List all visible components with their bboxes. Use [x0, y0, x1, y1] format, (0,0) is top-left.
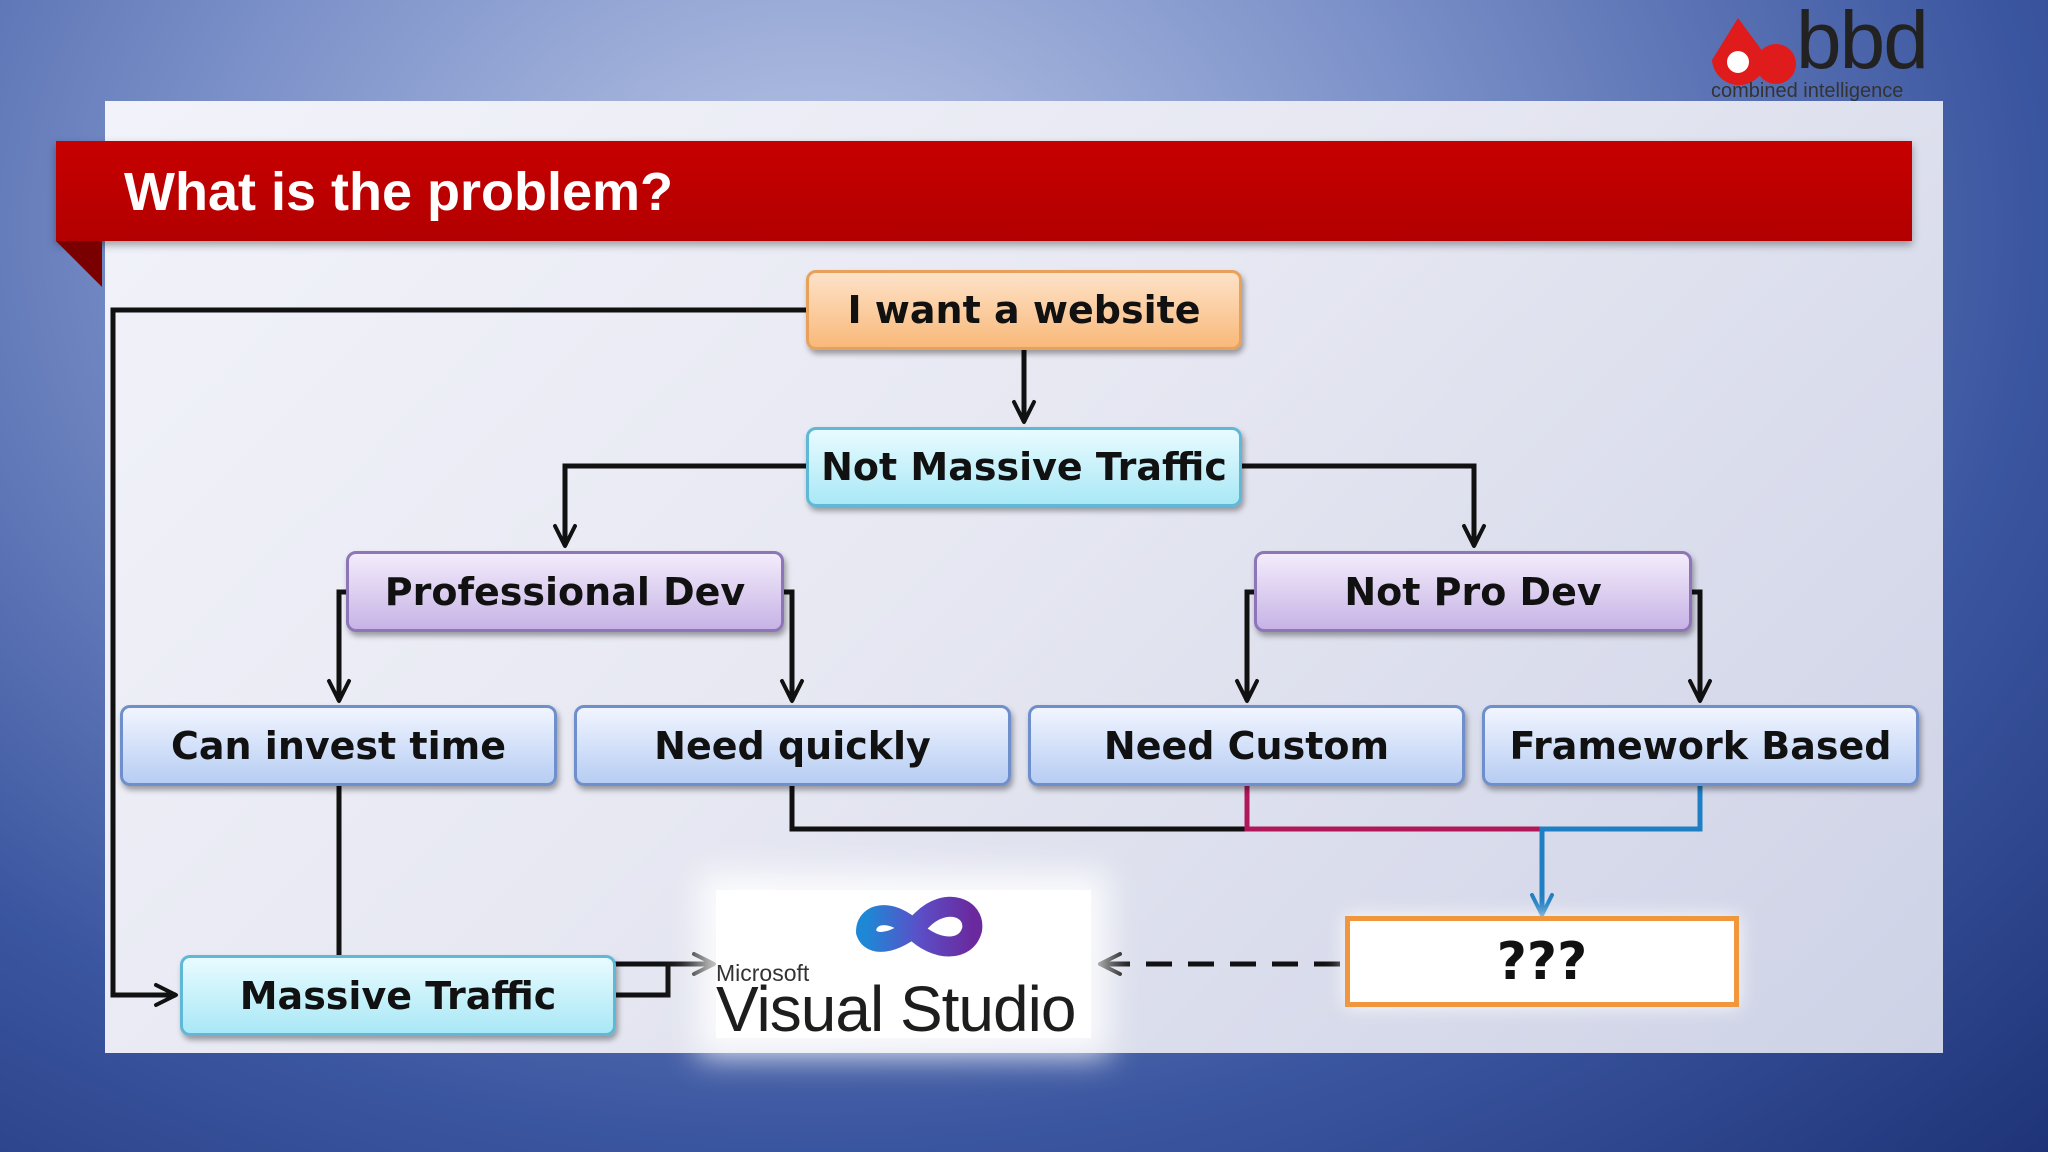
arrow-to-need-custom: [1235, 589, 1259, 703]
node-not-massive-traffic: Not Massive Traffic: [806, 427, 1242, 507]
logo-wordmark: bbd: [1796, 0, 1929, 86]
title-bar: What is the problem?: [56, 141, 1912, 241]
node-massive-traffic: Massive Traffic: [180, 955, 616, 1036]
arrow-to-not-pro-dev: [1240, 463, 1486, 548]
node-can-invest-time: Can invest time: [120, 705, 557, 786]
vs-brand-text: Microsoft: [716, 960, 810, 986]
bbd-logo-mark: [1712, 18, 1796, 86]
bbd-logo: bbd combined intelligence: [1708, 0, 1940, 102]
slide-title: What is the problem?: [124, 162, 674, 222]
arrow-invest-time-to-vs: [336, 786, 716, 976]
line-need-quickly-merge: [789, 786, 1247, 832]
node-not-pro-dev: Not Pro Dev: [1254, 551, 1692, 632]
line-massive-traffic-to-vs: [616, 964, 671, 998]
arrow-to-professional-dev: [553, 463, 808, 548]
title-bar-fold: [56, 241, 102, 287]
node-unknown: ???: [1345, 916, 1739, 1007]
node-need-quickly: Need quickly: [574, 705, 1011, 786]
node-professional-dev: Professional Dev: [346, 551, 784, 632]
visual-studio-logo: Microsoft Visual Studio: [716, 890, 1091, 1045]
visual-studio-infinity-icon: [856, 896, 983, 957]
vs-product-text: Visual Studio: [716, 973, 1076, 1045]
line-need-custom-merge: [1244, 786, 1542, 832]
arrow-root-to-massive-traffic: [110, 307, 806, 1007]
arrow-to-need-quickly: [780, 589, 804, 703]
arrow-to-framework-based: [1688, 589, 1712, 703]
arrow-to-can-invest-time: [327, 589, 351, 703]
node-need-custom: Need Custom: [1028, 705, 1465, 786]
node-framework-based: Framework Based: [1482, 705, 1919, 786]
node-i-want-a-website: I want a website: [806, 270, 1242, 350]
arrow-framework-to-unknown: [1530, 786, 1703, 917]
logo-tagline: combined intelligence: [1711, 80, 1904, 102]
